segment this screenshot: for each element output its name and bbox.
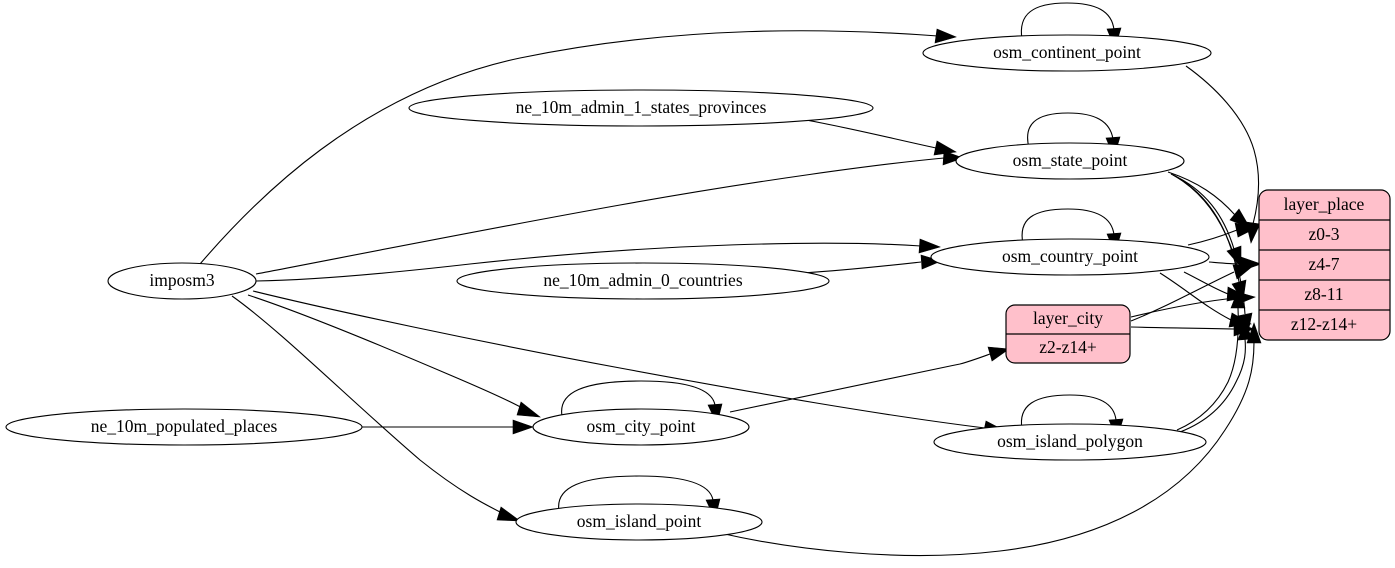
edge-osm-island-polygon-to-layer-place-z12-z14 — [1179, 320, 1253, 433]
edge-osm-country-point-to-layer-place-z0-3 — [1187, 222, 1257, 246]
node-osm-island-point[interactable]: osm_island_point — [515, 503, 763, 541]
node-osm-state-point[interactable]: osm_state_point — [955, 142, 1185, 180]
record-node-layer-place[interactable]: layer_place z0-3 z4-7 z8-11 z12-z14+ — [1258, 189, 1391, 341]
node-ne-10m-admin-1-states-provinces[interactable]: ne_10m_admin_1_states_provinces — [408, 89, 874, 127]
node-imposm3[interactable]: imposm3 — [107, 262, 257, 300]
node-osm-island-polygon[interactable]: osm_island_polygon — [933, 423, 1207, 461]
node-osm-continent-point[interactable]: osm_continent_point — [922, 34, 1212, 72]
node-ne-10m-populated-places[interactable]: ne_10m_populated_places — [5, 408, 363, 446]
edge-ne-places-to-osm-city-point — [362, 419, 534, 435]
edge-ne-countries-to-osm-country-point — [802, 254, 942, 274]
edge-imposm3-to-osm-continent-point — [199, 28, 957, 265]
node-osm-city-point[interactable]: osm_city_point — [532, 408, 750, 446]
edge-layer-city-to-layer-place-z12-z14 — [1130, 321, 1255, 337]
edge-imposm3-to-osm-island-point — [231, 295, 521, 522]
edge-osm-island-point-to-layer-place-z12-z14 — [719, 322, 1262, 557]
node-osm-country-point[interactable]: osm_country_point — [930, 238, 1210, 276]
edge-osm-state-point-to-layer-place-z0-3 — [1167, 171, 1251, 229]
edge-layer — [199, 2, 1262, 557]
record-node-layer-city[interactable]: layer_city z2-z14+ — [1005, 304, 1131, 364]
node-ne-10m-admin-0-countries[interactable]: ne_10m_admin_0_countries — [456, 262, 830, 300]
edge-osm-continent-point-to-layer-place-z0-3 — [1185, 65, 1261, 244]
node-layer: imposm3 ne_10m_admin_1_states_provinces … — [5, 34, 1391, 541]
edge-imposm3-to-osm-country-point — [255, 238, 941, 282]
edge-osm-city-point-to-layer-city-z2-z14 — [729, 346, 1010, 413]
edge-ne-states-to-osm-state-point — [805, 119, 957, 156]
edge-imposm3-to-osm-city-point — [247, 294, 541, 418]
edge-osm-island-polygon-to-layer-place-z8-11 — [1176, 289, 1246, 431]
edge-layer-city-to-layer-place-z4-7 — [1130, 264, 1255, 322]
edge-imposm3-to-osm-state-point — [255, 150, 964, 275]
edge-osm-state-point-to-layer-place-z8-11 — [1172, 174, 1247, 302]
